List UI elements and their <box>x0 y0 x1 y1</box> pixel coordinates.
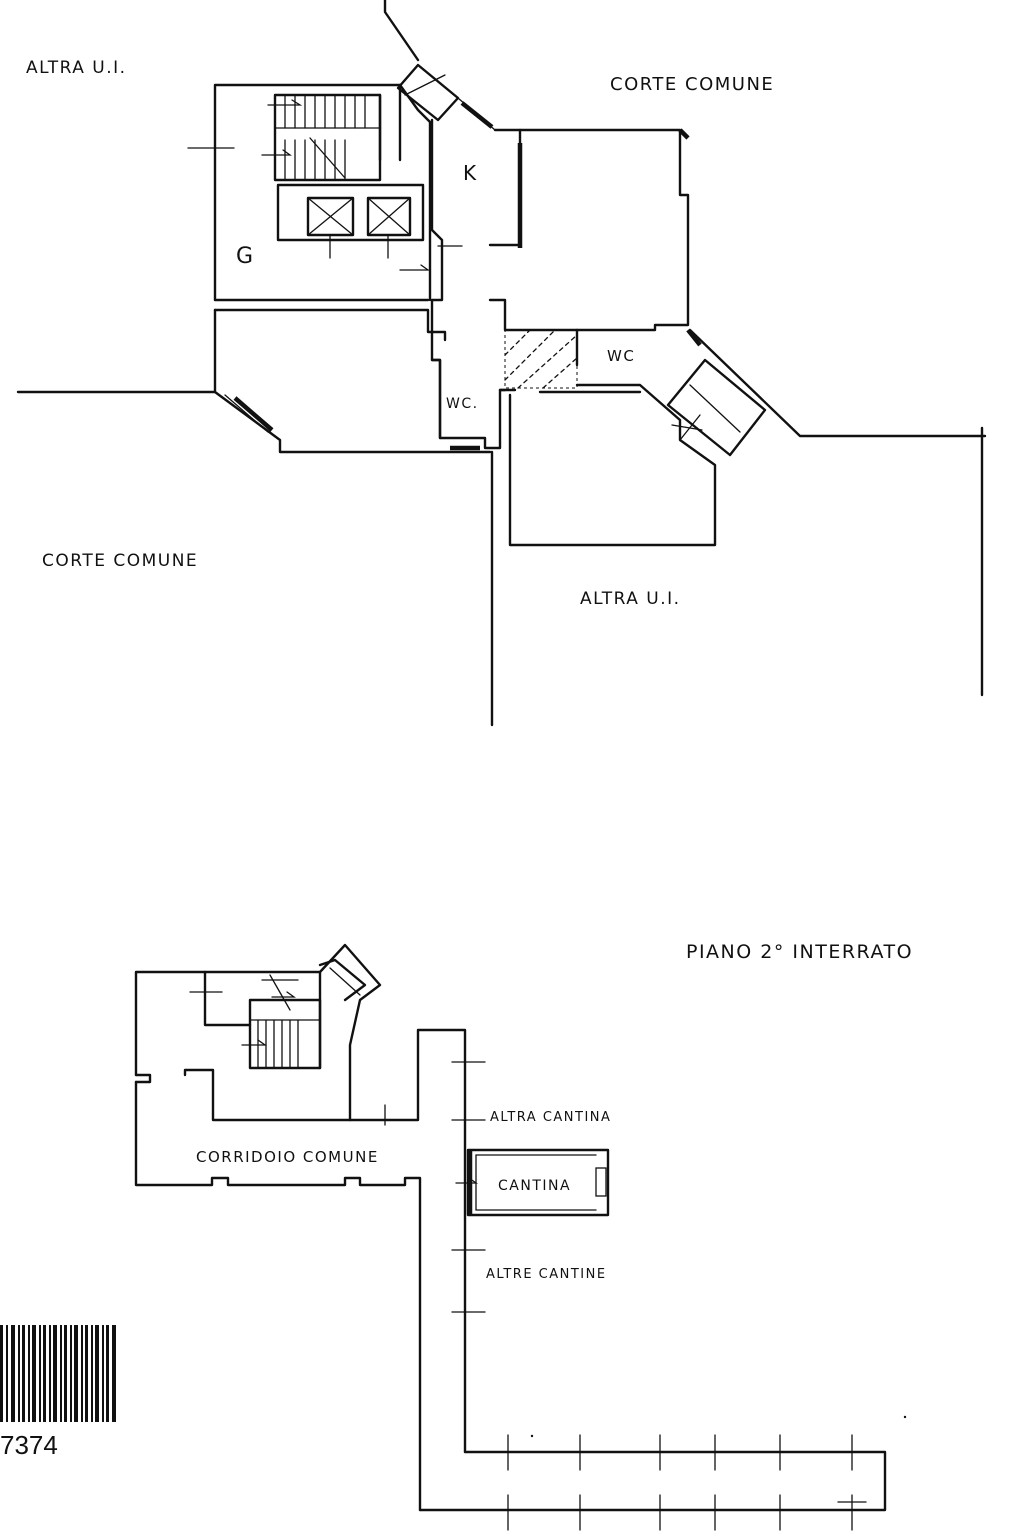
right-ground-line <box>688 328 987 438</box>
label-altra-cantina: ALTRA CANTINA <box>490 1110 611 1125</box>
lower-left-room <box>213 308 442 440</box>
corridoio-top <box>348 1028 467 1454</box>
bottom-corridor-ticks <box>507 1434 867 1531</box>
label-g-top: G <box>236 244 255 269</box>
basement-plan: PIANO 2° INTERRATO <box>134 941 913 1531</box>
cantina-room <box>455 1148 610 1217</box>
label-corridoio: CORRIDOIO COMUNE <box>196 1148 379 1166</box>
basement-partition <box>183 1068 352 1122</box>
scan-speck-2 <box>903 1415 907 1419</box>
living-room-outline <box>488 128 690 332</box>
label-piano-interrato: PIANO 2° INTERRATO <box>686 941 913 963</box>
label-corte-comune-top: CORTE COMUNE <box>610 74 774 95</box>
kitchen-right-wall <box>488 128 522 247</box>
entry-window-top <box>396 63 496 131</box>
label-cantina: CANTINA <box>498 1178 571 1194</box>
kitchen-outline <box>430 118 447 342</box>
basement-stairwell <box>241 958 367 1070</box>
wc-right-outline <box>508 383 717 547</box>
hatched-landing <box>504 328 579 389</box>
scan-speck-1 <box>530 1434 534 1438</box>
left-ground-line <box>16 390 492 454</box>
basement-garage-lower <box>134 1073 152 1084</box>
entry-window-right <box>666 328 767 457</box>
label-wc-right: WC <box>607 347 635 365</box>
wc-left-outline <box>430 358 507 450</box>
label-altra-ui-bottom: ALTRA U.I. <box>580 589 681 609</box>
left-window <box>224 394 274 433</box>
corridoio-outline <box>134 1080 422 1512</box>
basement-garage-outline <box>134 943 382 1122</box>
bottom-corridor <box>418 1450 887 1512</box>
upper-floor-plan: ALTRA U.I. CORTE COMUNE K G WC WC. CORTE… <box>16 0 987 727</box>
stairwell <box>261 83 402 182</box>
label-corte-comune-left: CORTE COMUNE <box>42 551 198 571</box>
label-wc-left: WC. <box>446 396 479 412</box>
elevator-shafts <box>276 183 431 271</box>
basement-garage-inner <box>203 970 252 1027</box>
living-room-corner <box>678 128 690 140</box>
barcode: 7374 <box>0 1325 116 1460</box>
label-altra-ui-top: ALTRA U.I. <box>26 58 127 78</box>
label-k: K <box>463 161 478 185</box>
barcode-number: 7374 <box>0 1430 58 1460</box>
label-altre-cantine: ALTRE CANTINE <box>486 1267 607 1282</box>
top-diagonal-boundary <box>383 0 420 62</box>
